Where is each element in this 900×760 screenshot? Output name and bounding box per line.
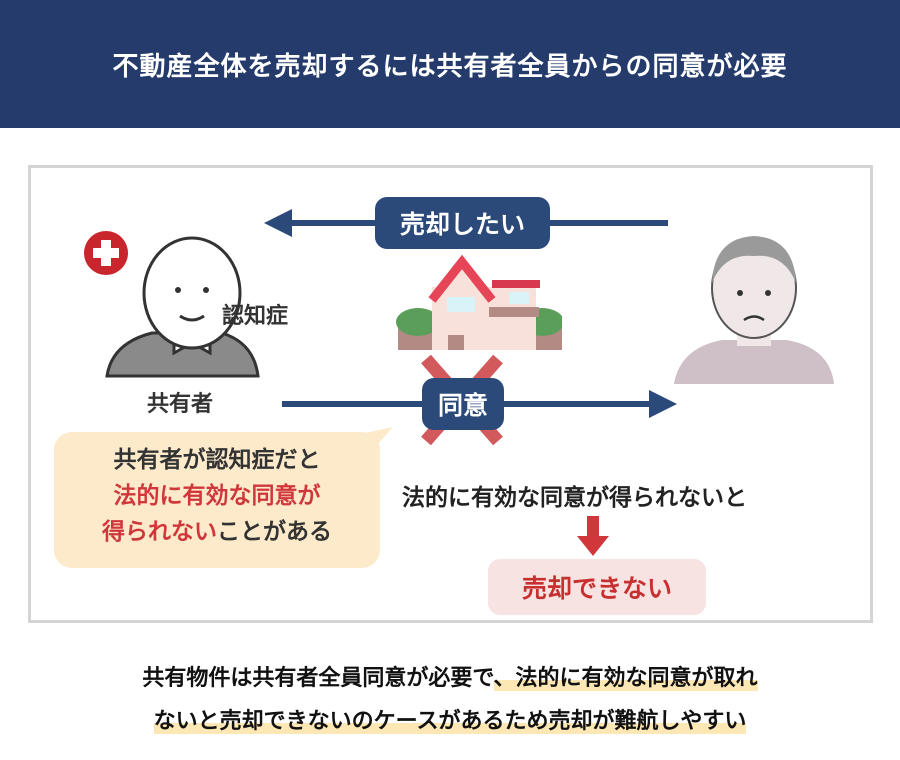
bubble-line-3-red: 得られない (102, 519, 217, 545)
elderly-co-owner-icon (84, 231, 260, 378)
arrow-left-icon (264, 209, 292, 237)
arrow-right-icon (649, 390, 677, 418)
footer-line-2-highlight: ないと売却できないのケースがあるため売却が難航しやすい (153, 709, 747, 734)
bubble-line-3-rest: ことがある (217, 519, 332, 545)
footer-line-1: 共有物件は共有者全員同意が必要で、法的に有効な同意が取れ (0, 660, 900, 692)
bubble-line-1: 共有者が認知症だと (113, 447, 321, 473)
house-icon (396, 254, 562, 350)
header-title: 不動産全体を売却するには共有者全員からの同意が必要 (0, 0, 900, 128)
consent-label: 同意 (422, 378, 504, 430)
worried-owner-icon (674, 236, 834, 384)
dementia-label: 認知症 (222, 304, 289, 329)
arrow-down-icon (577, 516, 609, 556)
bubble-line-2: 法的に有効な同意が (113, 483, 321, 509)
footer-line-1-plain: 共有物件は共有者全員同意が必要で (142, 666, 494, 691)
co-owner-label: 共有者 (147, 392, 214, 417)
condition-text: 法的に有効な同意が得られないと (402, 485, 747, 511)
footer-line-1-highlight: 、法的に有効な同意が取れ (493, 666, 758, 691)
cannot-sell-label: 売却できない (488, 559, 706, 615)
footer-line-2: ないと売却できないのケースがあるため売却が難航しやすい (0, 703, 900, 735)
speech-bubble: 共有者が認知症だと 法的に有効な同意が 得られないことがある (54, 432, 380, 568)
sell-wish-label: 売却したい (375, 197, 550, 249)
diagram-panel (28, 165, 873, 623)
